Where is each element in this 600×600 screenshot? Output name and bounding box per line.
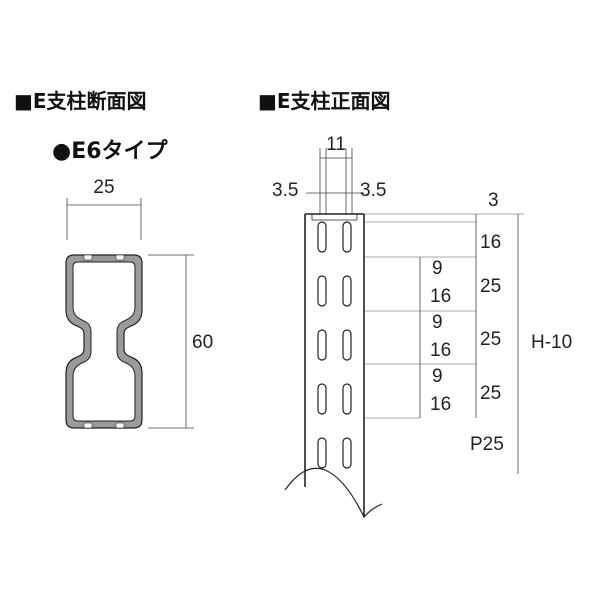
top-width-label: 11	[326, 134, 346, 155]
front-view: 11 3.5 3.5	[272, 134, 572, 519]
top-gap-label: 3	[488, 190, 499, 211]
section-height-label: 60	[192, 332, 213, 353]
slot-1-label: 16	[430, 286, 451, 307]
gap-1-label: 9	[432, 258, 443, 279]
slot-2-label: 16	[430, 340, 451, 361]
slots	[317, 221, 352, 469]
cross-section: 25 60	[65, 177, 213, 429]
section-width-label: 25	[93, 177, 114, 198]
pitch-3-label: 25	[480, 383, 501, 404]
type-label: ●E6タイプ	[52, 139, 169, 164]
pitch-1-label: 25	[480, 276, 501, 297]
pitch-2-label: 25	[480, 329, 501, 350]
total-height-label: H-10	[531, 332, 572, 353]
slot-3-label: 16	[430, 394, 451, 415]
section-left-heading: ■E支柱断面図	[14, 89, 147, 113]
gap-3-label: 9	[432, 366, 443, 387]
section-right-heading: ■E支柱正面図	[258, 89, 391, 113]
gap-2-label: 9	[432, 312, 443, 333]
right-offset-label: 3.5	[360, 180, 386, 201]
pitch-label: P25	[470, 434, 504, 455]
left-offset-label: 3.5	[272, 180, 298, 201]
first-slot-label: 16	[480, 232, 501, 253]
